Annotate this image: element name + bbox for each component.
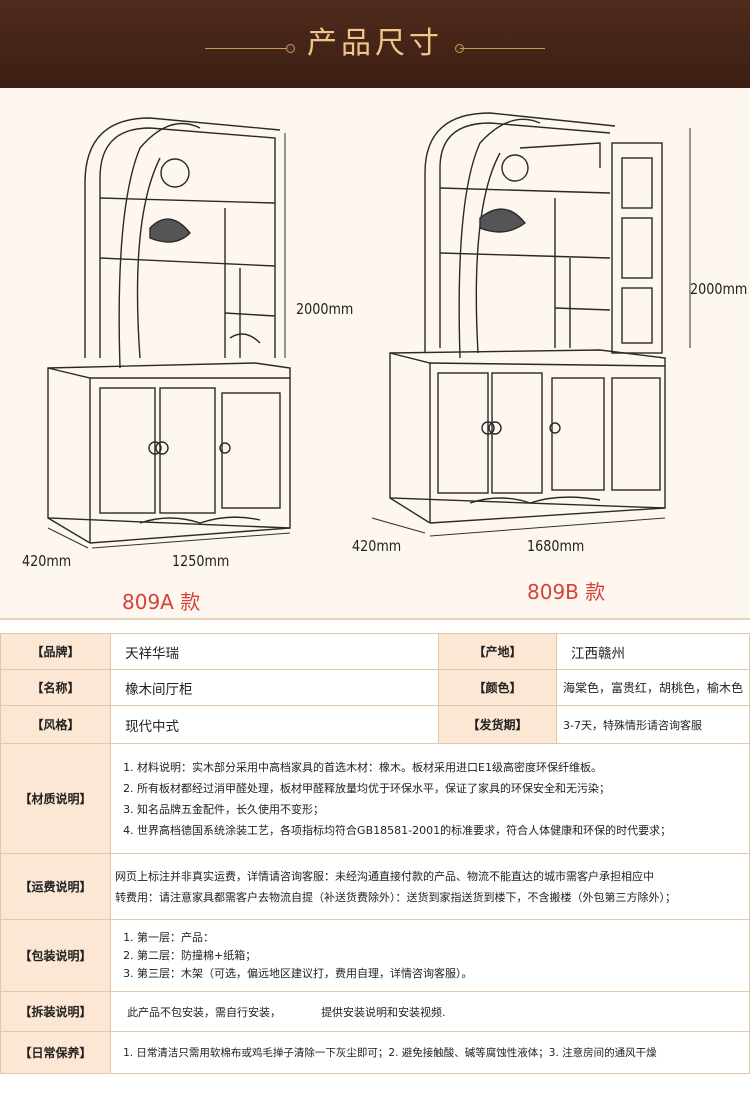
name-label: 【名称】 bbox=[0, 669, 112, 706]
cabinet-b-height-label: 2000mm bbox=[690, 280, 748, 298]
cabinet-sketch-drawing bbox=[47, 112, 691, 549]
install-part-1: 此产品不包安装，需自行安装， bbox=[127, 1005, 282, 1019]
package-description: 1. 第一层：产品： 2. 第二层：防撞棉+纸箱； 3. 第三层：木架（可选，偏… bbox=[110, 919, 750, 992]
header-divider-right bbox=[460, 48, 545, 49]
cabinet-a-sketch bbox=[47, 117, 291, 549]
cabinet-b-model-label: 809B 款 bbox=[527, 580, 606, 604]
spec-row-install: 【拆装说明】 此产品不包安装，需自行安装， 提供安装说明和安装视频. bbox=[0, 991, 750, 1032]
origin-label: 【产地】 bbox=[437, 633, 557, 670]
material-line-2: 2. 所有板材都经过消甲醛处理，板材甲醛释放量均优于环保水平，保证了家具的环保安… bbox=[123, 781, 611, 795]
header-divider-left bbox=[205, 48, 290, 49]
section-header: 产品尺寸 bbox=[0, 0, 750, 88]
cabinet-b-depth-label: 420mm bbox=[352, 537, 402, 555]
shipping-time-label: 【发货期】 bbox=[437, 705, 557, 744]
care-label: 【日常保养】 bbox=[0, 1031, 112, 1074]
brand-label: 【品牌】 bbox=[0, 633, 112, 670]
freight-line-1: 网页上标注并非真实运费，详情请咨询客服：未经沟通直接付款的产品、物流不能直达的城… bbox=[115, 869, 655, 883]
install-part-2: 提供安装说明和安装视频. bbox=[321, 1005, 446, 1019]
spec-row-care: 【日常保养】 1. 日常清洁只需用软棉布或鸡毛掸子清除一下灰尘即可；2. 避免接… bbox=[0, 1031, 750, 1074]
section-title: 产品尺寸 bbox=[307, 26, 443, 61]
spec-row-material: 【材质说明】 1. 材料说明：实木部分采用中高档家具的首选木材：橡木。板材采用进… bbox=[0, 743, 750, 854]
product-spec-table: 【品牌】 天祥华瑞 【产地】 江西赣州 【名称】 橡木间厅柜 【颜色】 海棠色，… bbox=[0, 633, 750, 1074]
color-value: 海棠色，富贵红，胡桃色，榆木色 bbox=[555, 669, 750, 706]
care-description: 1. 日常清洁只需用软棉布或鸡毛掸子清除一下灰尘即可；2. 避免接触酸、碱等腐蚀… bbox=[110, 1031, 750, 1074]
color-label: 【颜色】 bbox=[437, 669, 557, 706]
package-label: 【包装说明】 bbox=[0, 919, 112, 992]
install-description: 此产品不包安装，需自行安装， 提供安装说明和安装视频. bbox=[110, 991, 750, 1032]
freight-line-2: 转费用：请注意家具都需客户去物流自提（补送货费除外）：送货到家指送货到楼下，不含… bbox=[115, 890, 677, 904]
cabinet-a-height-label: 2000mm bbox=[296, 300, 354, 318]
dimension-sketch-area: 2000mm 420mm 1250mm 809A 款 2000mm 420mm … bbox=[0, 88, 750, 620]
name-value: 橡木间厅柜 bbox=[110, 669, 439, 706]
spec-row-freight: 【运费说明】 网页上标注并非真实运费，详情请咨询客服：未经沟通直接付款的产品、物… bbox=[0, 853, 750, 920]
cabinet-a-width-label: 1250mm bbox=[172, 552, 230, 570]
shipping-time-value: 3-7天，特殊情形请咨询客服 bbox=[555, 705, 750, 744]
style-label: 【风格】 bbox=[0, 705, 112, 744]
brand-value: 天祥华瑞 bbox=[110, 633, 439, 670]
origin-value: 江西赣州 bbox=[555, 633, 750, 670]
style-value: 现代中式 bbox=[110, 705, 439, 744]
material-label: 【材质说明】 bbox=[0, 743, 112, 854]
material-line-3: 3. 知名品牌五金配件，长久使用不变形； bbox=[123, 802, 325, 816]
package-line-2: 2. 第二层：防撞棉+纸箱； bbox=[123, 948, 257, 962]
cabinet-b-width-label: 1680mm bbox=[527, 537, 585, 555]
spec-row-name: 【名称】 橡木间厅柜 【颜色】 海棠色，富贵红，胡桃色，榆木色 bbox=[0, 669, 750, 706]
package-line-1: 1. 第一层：产品： bbox=[123, 930, 215, 944]
header-ornament-left bbox=[286, 44, 295, 53]
spec-row-style: 【风格】 现代中式 【发货期】 3-7天，特殊情形请咨询客服 bbox=[0, 705, 750, 744]
spec-row-package: 【包装说明】 1. 第一层：产品： 2. 第二层：防撞棉+纸箱； 3. 第三层：… bbox=[0, 919, 750, 992]
spec-row-brand: 【品牌】 天祥华瑞 【产地】 江西赣州 bbox=[0, 633, 750, 670]
material-line-1: 1. 材料说明：实木部分采用中高档家具的首选木材：橡木。板材采用进口E1级高密度… bbox=[123, 760, 602, 774]
cabinet-a-depth-label: 420mm bbox=[22, 552, 72, 570]
cabinet-a-model-label: 809A 款 bbox=[122, 590, 201, 614]
material-line-4: 4. 世界高档德国系统涂装工艺，各项指标均符合GB18581-2001的标准要求… bbox=[123, 823, 672, 837]
install-label: 【拆装说明】 bbox=[0, 991, 112, 1032]
package-line-3: 3. 第三层：木架（可选，偏远地区建议打，费用自理，详情咨询客服）。 bbox=[123, 966, 473, 980]
freight-label: 【运费说明】 bbox=[0, 853, 112, 920]
material-description: 1. 材料说明：实木部分采用中高档家具的首选木材：橡木。板材采用进口E1级高密度… bbox=[110, 743, 750, 854]
cabinet-b-sketch bbox=[371, 112, 691, 537]
freight-description: 网页上标注并非真实运费，详情请咨询客服：未经沟通直接付款的产品、物流不能直达的城… bbox=[110, 853, 750, 920]
